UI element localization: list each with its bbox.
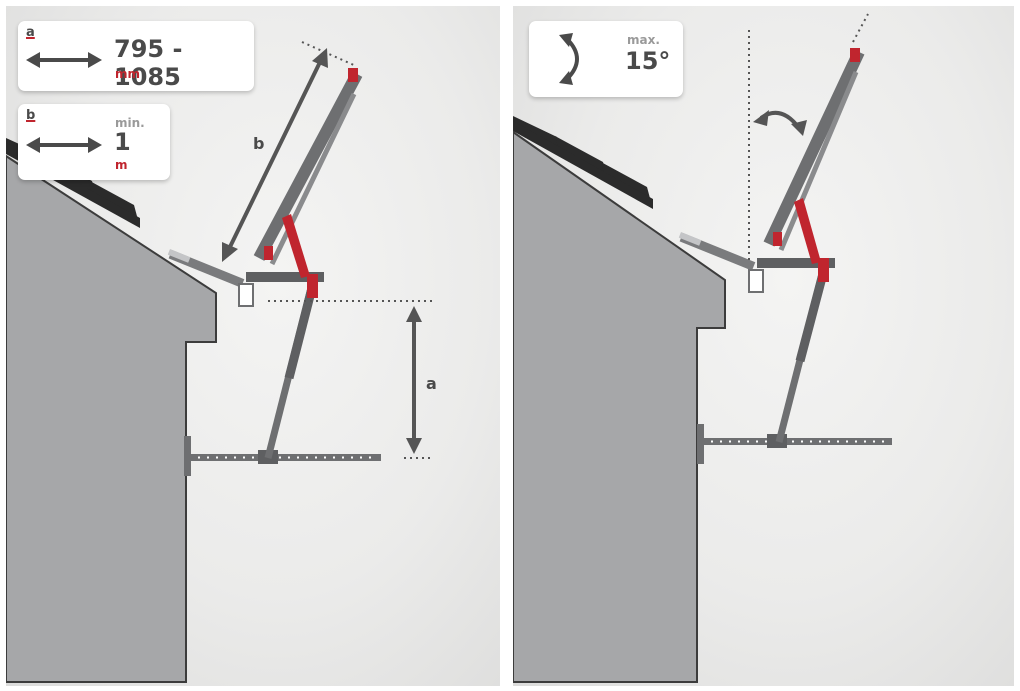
ladder-foot bbox=[238, 283, 254, 307]
telescopic-strut-upper bbox=[795, 268, 829, 363]
red-joint-2 bbox=[773, 232, 782, 246]
red-joint-1 bbox=[307, 274, 318, 298]
wall-bracket-plate bbox=[697, 424, 704, 464]
red-joint-1 bbox=[818, 258, 829, 282]
dim-b-arrow-top bbox=[312, 48, 328, 68]
double-arrow-icon bbox=[26, 137, 102, 153]
diagram-panel-angle: max. 15° bbox=[513, 6, 1014, 686]
angle-prefix: max. bbox=[627, 33, 660, 47]
support-arm bbox=[757, 258, 835, 268]
card-a-letter: a bbox=[26, 25, 35, 40]
red-joint-2 bbox=[264, 246, 273, 260]
ladder-rail-outer bbox=[763, 49, 865, 247]
card-b-value: 1 bbox=[114, 128, 131, 156]
rotate-arrows-icon bbox=[559, 33, 579, 85]
dimension-label-b: b bbox=[253, 134, 265, 153]
dim-a-arrow-bottom bbox=[406, 438, 422, 454]
double-arrow-icon bbox=[26, 52, 102, 68]
building-wall bbox=[513, 130, 726, 683]
ladder-rail-inner bbox=[778, 71, 859, 251]
angle-value: 15° bbox=[625, 47, 671, 75]
roof-clamp-tip bbox=[678, 232, 702, 246]
dim-b-line bbox=[226, 57, 324, 252]
wall-bracket-plate bbox=[184, 436, 191, 476]
ladder-foot bbox=[748, 269, 764, 293]
dimension-card-a: a 795 - 1085 mm bbox=[18, 21, 254, 91]
red-brace bbox=[282, 214, 310, 278]
angle-arrow-left bbox=[753, 110, 769, 126]
horizontal-rail bbox=[704, 438, 892, 445]
dimension-card-b: b min. 1 m bbox=[18, 104, 170, 180]
telescopic-strut-upper bbox=[284, 286, 317, 380]
card-b-prefix: min. bbox=[115, 116, 145, 130]
card-a-unit: mm bbox=[115, 67, 141, 81]
red-cap bbox=[850, 48, 860, 62]
card-b-unit: m bbox=[115, 158, 128, 172]
dimension-label-a: a bbox=[426, 374, 437, 393]
ladder-rail-inner bbox=[269, 92, 357, 266]
dim-b-arrow-bottom bbox=[222, 242, 238, 262]
roof-tiles bbox=[513, 116, 653, 209]
dim-b-extension bbox=[301, 41, 357, 67]
ladder-rail-outer bbox=[253, 71, 363, 261]
red-brace bbox=[794, 198, 821, 264]
support-arm bbox=[246, 272, 324, 282]
angle-card: max. 15° bbox=[529, 21, 683, 97]
card-a-range: 795 - 1085 bbox=[114, 35, 183, 91]
diagram-panel-length: b a a 795 - 1085 mm b min. 1 m bbox=[6, 6, 500, 686]
red-cap bbox=[348, 68, 358, 82]
left-diagram-svg bbox=[6, 41, 434, 683]
horizontal-rail bbox=[191, 454, 381, 461]
ladder-axis-extension bbox=[852, 13, 869, 43]
building-wall bbox=[6, 154, 217, 683]
card-b-letter: b bbox=[26, 108, 36, 123]
right-diagram-svg bbox=[513, 13, 892, 683]
angle-arrow-right bbox=[791, 120, 807, 136]
dim-a-arrow-top bbox=[406, 306, 422, 322]
roof-clamp-tip bbox=[167, 249, 191, 263]
